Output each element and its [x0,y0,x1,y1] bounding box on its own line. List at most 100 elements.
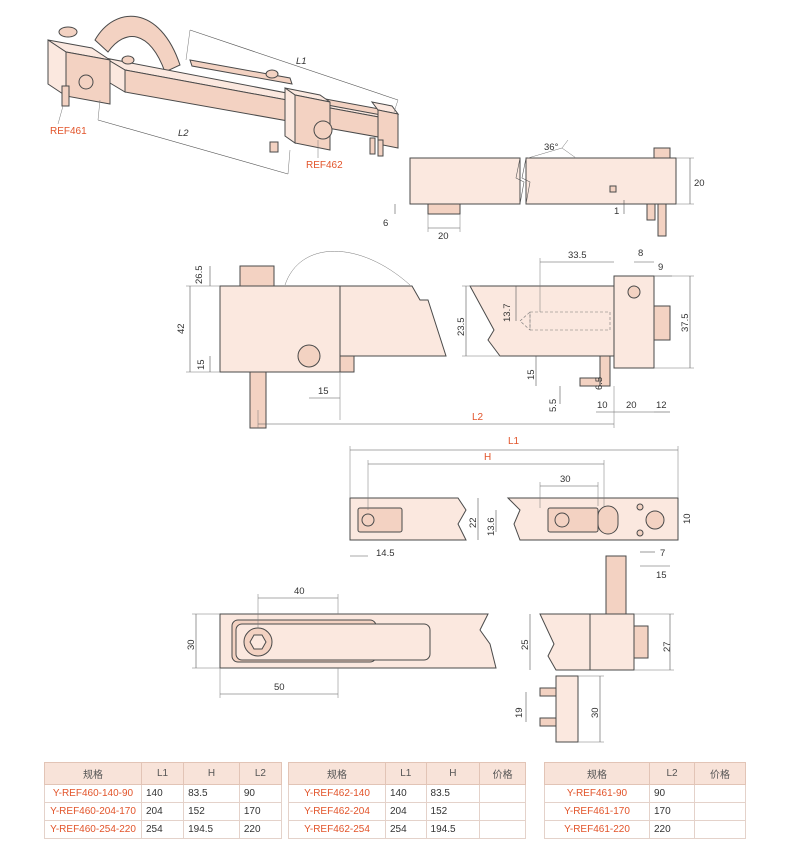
dim-12: 12 [656,400,667,411]
table-cell: 83.5 [425,784,481,803]
label-L2-front: L2 [472,412,484,423]
table-row: Y-REF460-254-220 254 194.5 220 [44,820,283,839]
dim-22: 22 [468,517,479,528]
label-L2-iso: L2 [178,128,189,139]
table-row: Y-REF460-140-90 140 83.5 90 [44,784,283,803]
table-cell: 254 [140,820,185,839]
table-cell [694,784,746,803]
table-header: L1 [140,762,185,785]
table-row: Y-REF460-204-170 204 152 170 [44,802,283,821]
spec-table-ref461: 规格 L2 价格 Y-REF461-90 90 Y-REF461-170 170… [544,762,746,839]
table-header: 价格 [479,762,526,785]
spec-table-ref462: 规格 L1 H 价格 Y-REF462-140 140 83.5 Y-REF46… [288,762,526,839]
table-header: 规格 [44,762,142,785]
table-header: 规格 [544,762,650,785]
dim-30-left: 30 [186,639,197,650]
dim-30-top: 30 [560,474,571,485]
table-cell: 83.5 [183,784,240,803]
dim-10-bottom: 10 [597,400,608,411]
table-cell: 140 [385,784,427,803]
dim-36deg: 36° [544,142,559,153]
table-header: L2 [238,762,283,785]
table-cell [694,802,746,821]
table-cell: 204 [385,802,427,821]
table-header: H [425,762,481,785]
label-L1: L1 [296,56,307,67]
top-view-bar: L1 H 30 22 13.6 10 14.5 7 15 [349,436,693,581]
table-row: Y-REF461-90 90 [544,784,746,803]
dim-14_5: 14.5 [376,548,395,559]
label-L1-top: L1 [508,436,520,447]
table-cell: 204 [140,802,185,821]
table-cell: Y-REF462-254 [288,820,386,839]
table-header: 价格 [694,762,746,785]
table-cell: 170 [648,802,696,821]
callout-ref461: REF461 [50,126,87,137]
table-cell [479,784,526,803]
table-cell: Y-REF461-170 [544,802,650,821]
dim-37_5: 37.5 [680,314,691,333]
table-cell: 194.5 [183,820,240,839]
table-cell: Y-REF460-254-220 [44,820,142,839]
table-cell [479,802,526,821]
dim-30-small: 30 [590,707,601,718]
table-cell: 220 [238,820,283,839]
table-row: Y-REF462-204 204 152 [288,802,526,821]
table-cell: 254 [385,820,427,839]
table-cell: 152 [183,802,240,821]
spec-table-ref460: 规格 L1 H L2 Y-REF460-140-90 140 83.5 90 Y… [44,762,283,839]
technical-drawing: L1 L2 REF461 REF462 36° 20 6 [47,15,705,743]
dim-27: 27 [662,641,673,652]
table-cell: 194.5 [425,820,481,839]
table-cell [479,820,526,839]
dim-23_5: 23.5 [456,318,467,337]
table-cell: 90 [238,784,283,803]
table-header: L2 [648,762,696,785]
table-row: Y-REF462-140 140 83.5 [288,784,526,803]
front-view-left: 26.5 42 15 15 [176,251,447,429]
table-cell: Y-REF460-140-90 [44,784,142,803]
callout-ref462: REF462 [306,160,343,171]
dim-15-right: 15 [526,369,537,380]
dim-40: 40 [294,586,305,597]
table-cell: 220 [648,820,696,839]
dim-6: 6 [383,218,388,229]
front-view-right: 33.5 8 9 13.7 23.5 37.5 15 6.5 5.5 10 20 [257,248,694,428]
dim-33_5: 33.5 [568,250,587,261]
table-cell: 170 [238,802,283,821]
dim-6_5: 6.5 [594,377,605,390]
dim-13_6: 13.6 [486,518,497,537]
table-header: L1 [385,762,427,785]
table-cell: Y-REF460-204-170 [44,802,142,821]
dim-20-width: 20 [438,231,449,242]
bottom-right-view: 25 27 [520,555,674,671]
bottom-left-view: 40 30 50 [186,586,497,698]
dim-10-right: 10 [682,513,693,524]
dim-9: 9 [658,262,663,273]
table-cell: 152 [425,802,481,821]
dim-20-bottom: 20 [626,400,637,411]
table-header: H [183,762,240,785]
dim-20-height: 20 [694,178,705,189]
table-cell: 140 [140,784,185,803]
dim-1: 1 [614,206,619,217]
table-cell: 90 [648,784,696,803]
dim-25: 25 [520,639,531,650]
dim-50: 50 [274,682,285,693]
table-row: Y-REF461-170 170 [544,802,746,821]
dim-42: 42 [176,323,187,334]
dim-7: 7 [660,548,665,559]
label-H: H [484,452,491,463]
dim-5_5: 5.5 [548,399,559,412]
isometric-product-view: L1 L2 REF461 REF462 [47,15,400,175]
table-cell: Y-REF461-220 [544,820,650,839]
dim-19: 19 [514,707,525,718]
table-cell: Y-REF461-90 [544,784,650,803]
ref461-small-view: 19 30 [514,675,604,743]
dim-15-bottom: 15 [318,386,329,397]
table-cell [694,820,746,839]
table-cell: Y-REF462-140 [288,784,386,803]
dim-8: 8 [638,248,643,259]
dim-15-top: 15 [656,570,667,581]
table-row: Y-REF462-254 254 194.5 [288,820,526,839]
